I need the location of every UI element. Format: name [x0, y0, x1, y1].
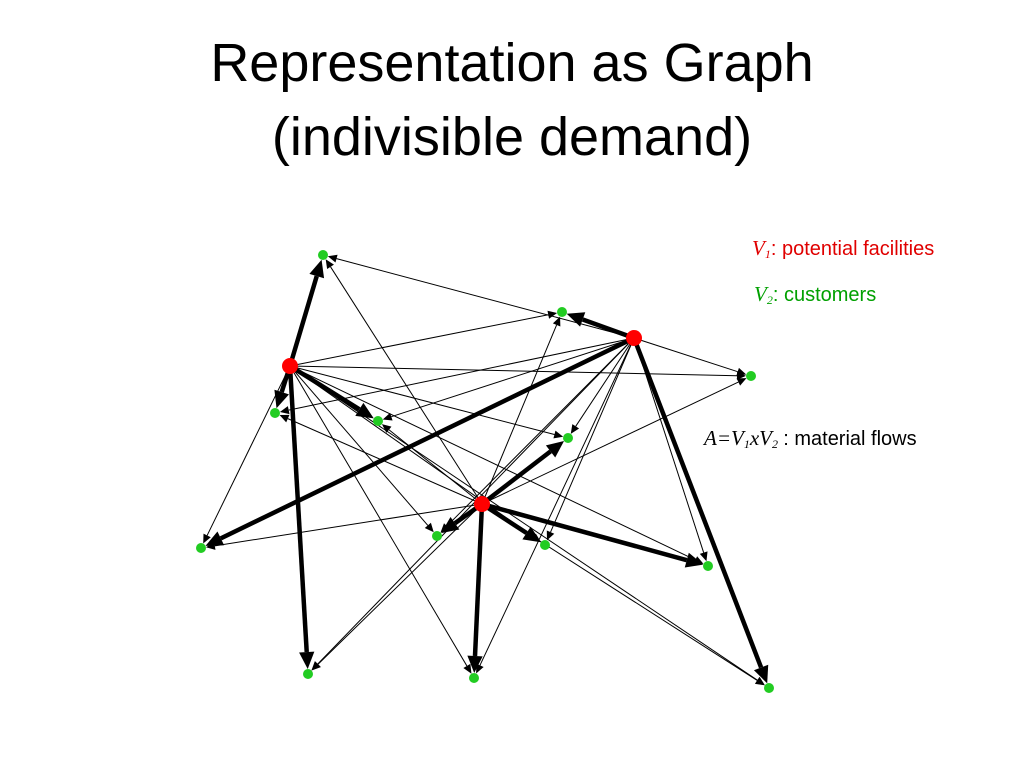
flow-edge-F2-C1-line: [336, 258, 635, 339]
flow-edge-F3-C3-arrowhead: [736, 378, 747, 386]
flow-edge-F1-C11-arrowhead: [463, 663, 472, 674]
facility-node-F2: [626, 330, 642, 346]
assigned-flow-F3-C7-arrowhead: [545, 441, 565, 458]
assigned-flow-F3-C11-arrowhead: [467, 655, 483, 674]
customer-node-C2: [557, 307, 567, 317]
flow-edge-F2-C6-arrowhead: [382, 412, 393, 421]
assigned-flow-F3-C10-line: [481, 501, 688, 563]
assigned-flow-F3-C9-line: [480, 502, 528, 535]
assigned-flow-F2-C2-line: [581, 317, 635, 341]
assigned-flow-F1-C5-arrowhead: [274, 389, 289, 409]
flow-edge-F2-C3-arrowhead: [736, 367, 747, 376]
customer-node-C12: [303, 669, 313, 679]
facility-node-F1: [282, 358, 298, 374]
legend-material-flows: A=V1xV2 : material flows: [704, 426, 917, 451]
assigned-flow-F1-C1-line: [287, 275, 319, 367]
thin-edges-layer: [203, 254, 765, 686]
flow-edge-F3-C3-line: [481, 381, 739, 505]
flow-edge-F2-C10-arrowhead: [699, 551, 708, 562]
flow-edge-F2-C9-line: [550, 337, 635, 533]
flow-edge-F1-C2-line: [289, 314, 549, 367]
flow-edge-F1-C7-arrowhead: [553, 430, 564, 439]
assigned-flow-F1-C6-line: [288, 364, 361, 412]
customer-node-C7: [563, 433, 573, 443]
flow-edge-F2-C11-arrowhead: [476, 663, 484, 674]
flow-edge-F1-C8-arrowhead: [424, 522, 434, 533]
customer-node-C10: [703, 561, 713, 571]
customer-node-C6: [373, 416, 383, 426]
flow-edge-F1-C2-arrowhead: [547, 310, 558, 319]
legend-facilities-text: : potential facilities: [770, 238, 935, 260]
legend-customers-symbol: V2: [754, 282, 773, 307]
legend-customers-text: : customers: [772, 284, 877, 306]
customer-node-C1: [318, 250, 328, 260]
customer-node-C8: [432, 531, 442, 541]
legend-flows-symbol: A=V1xV2: [704, 426, 778, 451]
flow-edge-F1-C13-arrowhead: [203, 533, 211, 544]
slide-title-line-1: Representation as Graph: [210, 33, 814, 93]
flow-edge-F2-C8-line: [446, 337, 635, 527]
assigned-flow-F2-C2-arrowhead: [566, 312, 586, 327]
flow-edge-F3-C5-line: [287, 418, 483, 505]
legend-customers: V2: customers: [754, 282, 877, 307]
flow-edge-F1-C11-line: [289, 365, 468, 667]
customer-node-C9: [540, 540, 550, 550]
customer-node-C11: [469, 673, 479, 683]
assigned-flow-F2-C13-arrowhead: [205, 531, 225, 546]
assigned-flow-F1-C12-arrowhead: [299, 651, 315, 670]
flow-edge-F3-C1-line: [330, 266, 483, 505]
flow-edge-F2-C1-arrowhead: [327, 254, 338, 263]
thick-edges-layer: [205, 259, 769, 684]
flow-edge-F2-C3-line: [633, 337, 738, 373]
legend-flows-text: : material flows: [783, 428, 917, 450]
flow-edge-F1-C7-line: [289, 365, 555, 435]
assigned-flow-F1-C1-arrowhead: [309, 259, 325, 279]
nodes-layer: [196, 250, 774, 693]
assigned-flow-F3-C10-arrowhead: [684, 552, 704, 568]
assigned-flow-F3-C7-line: [480, 449, 552, 506]
flow-edge-F3-C6-line: [388, 429, 483, 505]
legend-facilities-symbol: V1: [752, 236, 771, 261]
flow-edge-F3-C13-line: [214, 503, 483, 547]
flow-edge-F2-C11-line: [479, 337, 635, 666]
assigned-flow-F3-C9-arrowhead: [522, 526, 541, 543]
flow-edge-F2-C5-arrowhead: [279, 406, 290, 415]
flow-edge-F3-C4-arrowhead: [755, 677, 765, 686]
flow-edge-F3-C2-line: [481, 324, 558, 505]
assigned-flow-F3-C8-arrowhead: [441, 517, 460, 534]
flow-edge-F1-C4-line: [289, 365, 758, 681]
customer-node-C4: [764, 683, 774, 693]
flow-edge-F1-C3-line: [289, 365, 738, 377]
flow-edge-F2-C7-line: [575, 337, 635, 427]
flow-edge-F1-C10-line: [289, 365, 696, 561]
assigned-flow-F1-C12-line: [287, 365, 309, 653]
flow-edge-F3-C6-arrowhead: [381, 424, 392, 433]
flow-edge-F3-C1-arrowhead: [325, 259, 334, 269]
assigned-flow-F3-C11-line: [472, 503, 485, 657]
customer-node-C5: [270, 408, 280, 418]
flow-edge-F1-C8-line: [289, 365, 429, 526]
legend-facilities: V1: potential facilities: [752, 236, 935, 261]
slide-title-line-2: (indivisible demand): [271, 107, 753, 167]
facility-node-F3: [474, 496, 490, 512]
customer-node-C3: [746, 371, 756, 381]
flow-edge-F3-C5-arrowhead: [279, 414, 290, 423]
flow-edge-F2-C7-arrowhead: [570, 424, 580, 434]
flow-edge-F2-C6-line: [391, 337, 635, 418]
assigned-flow-F2-C4-line: [631, 337, 764, 669]
flow-edge-F3-C2-arrowhead: [552, 316, 561, 327]
assigned-flow-F1-C6-arrowhead: [355, 402, 374, 419]
assigned-flow-F2-C13-line: [219, 335, 635, 541]
customer-node-C13: [196, 543, 206, 553]
assigned-flow-F2-C4-arrowhead: [753, 664, 769, 684]
flow-edge-F3-C12-line: [317, 503, 483, 665]
flow-edge-F3-C12-arrowhead: [311, 661, 321, 671]
flow-edge-F2-C5-line: [288, 337, 635, 411]
flow-edge-F2-C9-arrowhead: [546, 530, 555, 541]
